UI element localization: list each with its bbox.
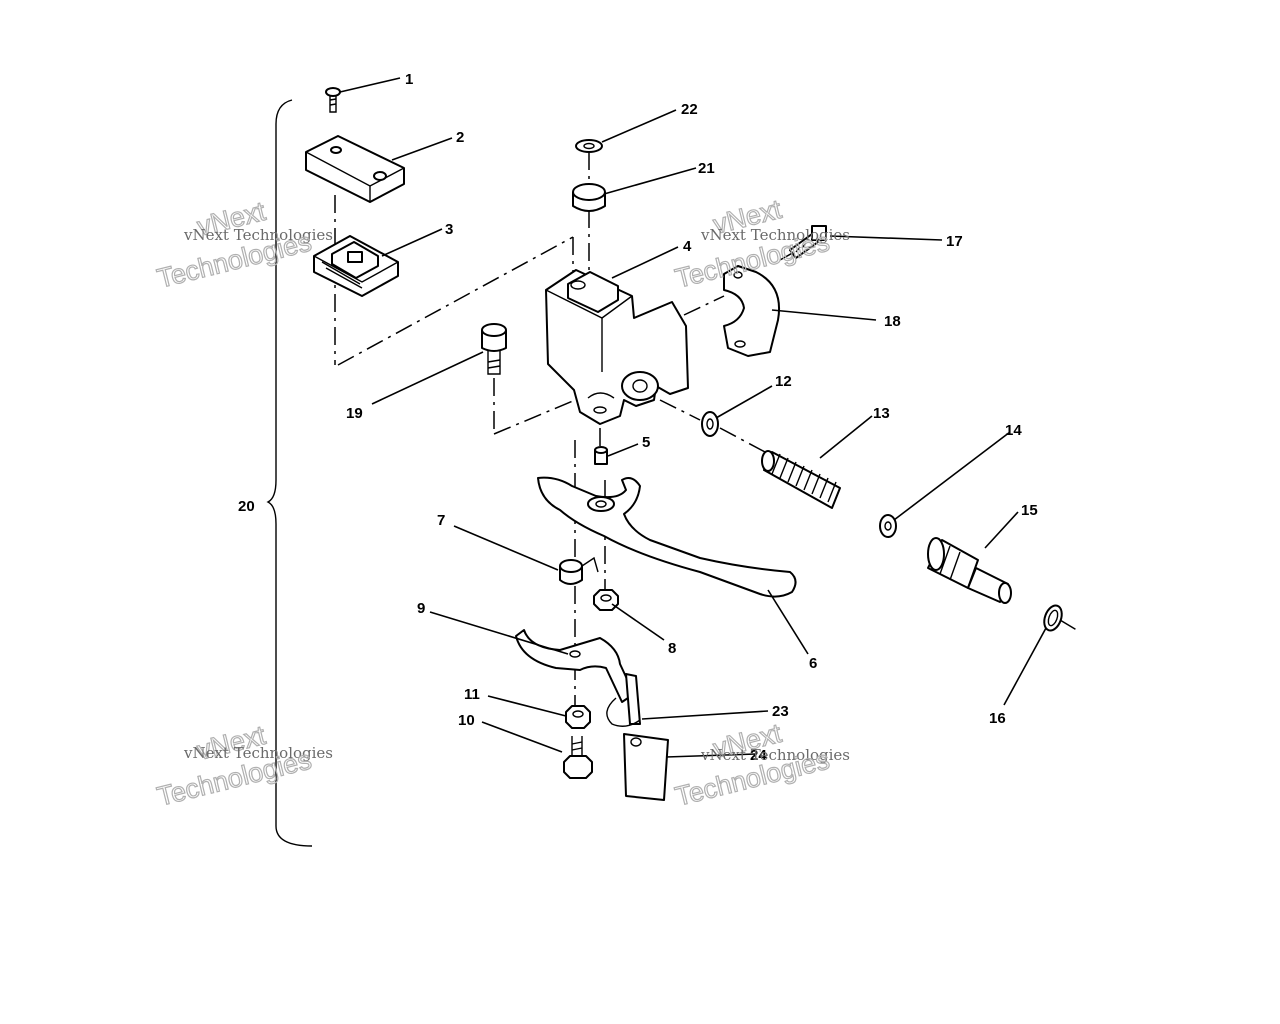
return-spring	[761, 450, 841, 509]
callout-22: 22	[681, 101, 698, 118]
master-cylinder-body	[545, 269, 689, 425]
callout-3: 3	[445, 221, 453, 238]
switch-bracket	[515, 629, 635, 703]
piston-washer	[701, 411, 719, 437]
caution-tag	[623, 733, 669, 801]
callout-6: 6	[809, 655, 817, 672]
callout-4: 4	[683, 238, 692, 255]
reservoir-diaphragm	[313, 235, 399, 297]
callout-23: 23	[772, 703, 789, 720]
watermark-text: vNext Technologies	[700, 226, 850, 244]
reservoir-cap	[305, 135, 405, 203]
watermark-bottom-left: vNext vNext Technologies Technologies	[154, 719, 333, 812]
master-piston	[927, 537, 1012, 604]
watermark-text: vNext Technologies	[700, 746, 850, 764]
callout-15: 15	[1021, 502, 1038, 519]
callout-17: 17	[946, 233, 963, 250]
brake-lever	[537, 476, 797, 598]
callout-9: 9	[417, 600, 425, 617]
switch-bolt	[563, 736, 593, 779]
callout-5: 5	[642, 434, 650, 451]
callout-24: 24	[750, 747, 767, 764]
leader-lines	[339, 77, 1047, 758]
retaining-circlip	[1043, 604, 1063, 632]
lever-spring	[559, 556, 599, 585]
callout-19: 19	[346, 405, 363, 422]
callout-2: 2	[456, 129, 464, 146]
brake-light-switch	[606, 673, 641, 727]
watermark-top-left: vNext vNext Technologies Technologies	[154, 195, 333, 294]
pivot-nut	[593, 589, 619, 611]
watermark-bottom-right: vNext vNext Technologies Technologies	[672, 717, 850, 812]
assembly-bracket	[266, 99, 313, 847]
callout-13: 13	[873, 405, 890, 422]
callout-7: 7	[437, 512, 445, 529]
watermark-text: vNext Technologies	[183, 744, 333, 762]
clamp-screw	[789, 225, 827, 259]
spring-washer	[879, 514, 897, 538]
assembly-axis-lines	[334, 152, 1081, 705]
pivot-bushing	[572, 183, 606, 212]
callout-11: 11	[464, 686, 480, 703]
callout-12: 12	[775, 373, 792, 390]
callout-8: 8	[668, 640, 676, 657]
callout-20: 20	[238, 498, 255, 515]
cap-screw	[325, 87, 341, 113]
pivot-bolt	[481, 323, 507, 375]
callout-labels: 1 2 3 4 5 6 7 8 9 10 11 12 13 14 15 16 1…	[238, 71, 1038, 764]
callout-18: 18	[884, 313, 901, 330]
top-washer	[575, 139, 603, 153]
switch-nut	[565, 705, 591, 729]
pushrod-pin	[594, 446, 608, 465]
callout-21: 21	[698, 160, 715, 177]
callout-16: 16	[989, 710, 1006, 727]
handlebar-clamp	[723, 265, 780, 357]
watermark-text: vNext Technologies	[183, 226, 333, 244]
callout-14: 14	[1005, 422, 1022, 439]
callout-10: 10	[458, 712, 475, 729]
callout-1: 1	[405, 71, 413, 88]
